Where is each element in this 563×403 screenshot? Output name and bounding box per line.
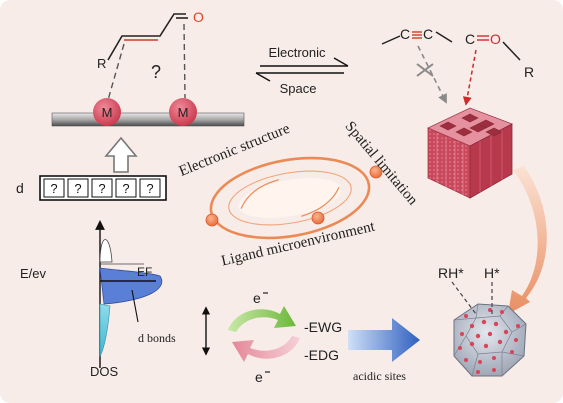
- metal-label-left: M: [102, 105, 113, 120]
- dos-y-label: E/ev: [20, 266, 47, 281]
- catalyst-polyhedron: RH* H*: [438, 265, 527, 377]
- alkyne-molecule: C C: [381, 26, 453, 104]
- equilibrium-arrows: Electronic Space: [255, 45, 349, 96]
- carbonyl-c: C: [465, 31, 475, 47]
- alkyne-c2: C: [423, 26, 433, 42]
- electron-effect-arrows: e e -EWG -EDG acidic sites: [228, 290, 420, 385]
- ring-node-spatial: [369, 165, 383, 179]
- unsaturated-aldehyde-molecule: R O ?: [97, 9, 204, 101]
- d-orbital-label: d: [16, 180, 24, 196]
- carbonyl-r: R: [524, 64, 534, 80]
- electron-top: e: [253, 290, 261, 306]
- dos-plot: E/ev EF d bonds DOS: [20, 220, 176, 379]
- molecule-o-label: O: [193, 9, 204, 25]
- blue-right-arrow: [348, 318, 420, 362]
- carbonyl-o: O: [490, 31, 501, 47]
- ring-label-ligand-microenvironment: Ligand microenvironment: [220, 218, 377, 269]
- metal-label-right: M: [178, 105, 189, 120]
- h-star-label: H*: [484, 265, 500, 281]
- acidic-sites-label: acidic sites: [353, 369, 406, 383]
- orbital-box-2: ?: [74, 181, 81, 196]
- pink-curved-arrow: [232, 336, 300, 362]
- ring-label-electronic-structure: Electronic structure: [177, 121, 293, 180]
- dos-band-label: d bonds: [138, 331, 176, 345]
- dos-x-label: DOS: [90, 364, 119, 379]
- rh-star-label: RH*: [438, 265, 464, 281]
- ring-node-ligand: [311, 211, 325, 225]
- orange-curved-arrow: [508, 166, 547, 314]
- ring-label-spatial-limitation: Spatial limitation: [342, 119, 421, 209]
- green-curved-arrow: [228, 306, 296, 332]
- porous-framework: [427, 107, 513, 199]
- carbonyl-molecule: C O R: [462, 31, 534, 106]
- molecule-r-label: R: [97, 56, 106, 71]
- active-site-dots: [458, 308, 520, 374]
- dos-ef-label: EF: [137, 265, 152, 279]
- ring-node-electronic: [205, 213, 219, 227]
- equilibrium-space-label: Space: [280, 81, 317, 96]
- metal-atom-right: M: [169, 98, 197, 126]
- question-mark: ?: [151, 62, 161, 82]
- three-factor-ring: Electronic structure Spatial limitation …: [177, 119, 421, 270]
- orbital-box-4: ?: [122, 181, 129, 196]
- d-orbital-boxes: d ? ? ? ? ?: [16, 175, 167, 201]
- orbital-box-3: ?: [98, 181, 105, 196]
- d-band-lobe: [99, 267, 163, 305]
- alkyne-c1: C: [400, 26, 410, 42]
- edg-label: -EDG: [304, 347, 339, 363]
- hollow-up-arrow-icon: [104, 136, 138, 173]
- ewg-label: -EWG: [304, 319, 342, 335]
- orbital-box-5: ?: [146, 181, 153, 196]
- blocked-cross-icon: [416, 63, 434, 77]
- equilibrium-electronic-label: Electronic: [268, 45, 326, 60]
- electron-bottom: e: [255, 369, 263, 385]
- orbital-box-1: ?: [50, 181, 57, 196]
- metal-atom-left: M: [93, 98, 121, 126]
- metal-surface: M M: [51, 98, 245, 127]
